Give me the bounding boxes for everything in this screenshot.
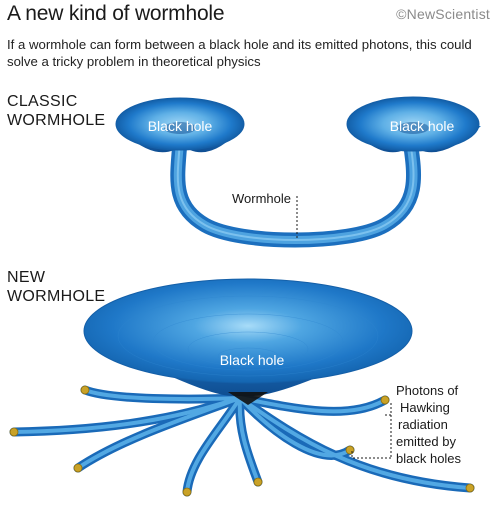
photons-label: Photons of Hawking radiation emitted by …	[396, 383, 462, 466]
classic-wormhole: Black hole Black hole Wormhole	[115, 96, 481, 248]
svg-text:Photons of: Photons of	[396, 383, 459, 398]
svg-text:emitted by: emitted by	[396, 434, 456, 449]
new-black-hole: Black hole	[83, 278, 413, 405]
right-black-hole-label: Black hole	[390, 118, 455, 134]
right-black-hole: Black hole	[346, 96, 481, 153]
svg-text:black holes: black holes	[396, 451, 462, 466]
diagram-title: A new kind of wormhole	[7, 2, 225, 25]
photon-tubes	[9, 385, 475, 497]
new-wormhole-label: NEW WORMHOLE	[7, 269, 106, 305]
new-black-hole-label: Black hole	[220, 352, 285, 368]
credit-text: ©NewScientist	[396, 6, 490, 22]
left-black-hole: Black hole	[115, 97, 245, 153]
diagram-subtitle: If a wormhole can form between a black h…	[7, 37, 472, 69]
svg-text:Hawking: Hawking	[400, 400, 450, 415]
svg-text:radiation: radiation	[398, 417, 448, 432]
photons-leader-lines	[351, 403, 392, 459]
new-wormhole: Black hole Photons of Hawking radiation …	[9, 278, 475, 497]
left-black-hole-label: Black hole	[148, 118, 213, 134]
wormhole-label: Wormhole	[232, 191, 291, 206]
classic-wormhole-label: CLASSIC WORMHOLE	[7, 93, 106, 129]
photon-dots	[9, 385, 475, 497]
